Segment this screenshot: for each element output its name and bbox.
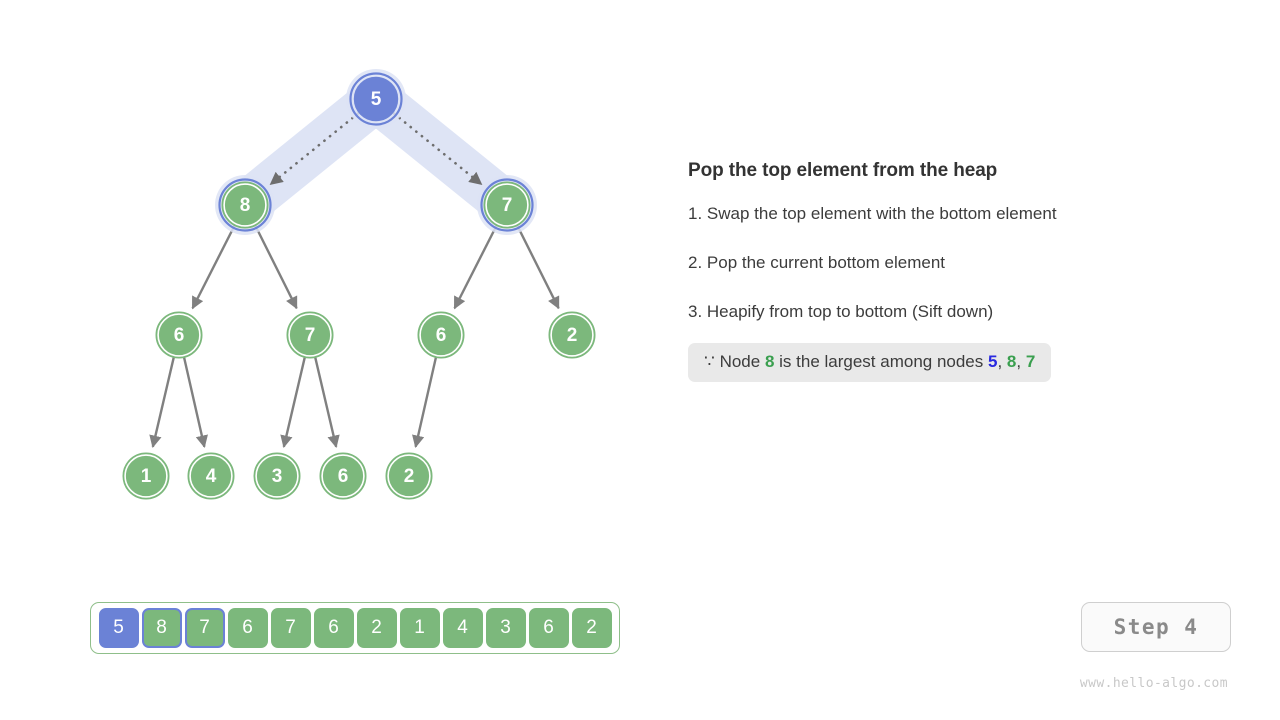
tree-node: 4: [187, 452, 235, 500]
reason-note: ∵ Node 8 is the largest among nodes 5, 8…: [688, 343, 1052, 382]
note-text-middle: is the largest among nodes: [779, 352, 984, 371]
array-cell: 7: [184, 608, 225, 648]
tree-node: 6: [417, 311, 465, 359]
tree-node-label: 6: [338, 466, 349, 487]
array-cell: 6: [528, 608, 569, 648]
comparison-arrows: [269, 112, 483, 186]
tree-edge-arrow: [253, 224, 298, 310]
tree-node-label: 2: [567, 325, 578, 346]
tree-edge-arrow: [182, 356, 208, 448]
step-item-3: 3. Heapify from top to bottom (Sift down…: [688, 302, 994, 321]
step-item-1: 1. Swap the top element with the bottom …: [688, 204, 1057, 223]
tree-node-label: 7: [305, 325, 316, 346]
tree-edge-arrow: [280, 356, 307, 449]
note-candidate-1: 8: [1006, 352, 1017, 371]
tree-edge-arrow: [149, 356, 176, 449]
array-cell: 7: [270, 608, 311, 648]
note-sep-1: ,: [1016, 352, 1026, 371]
note-text-before: Node: [719, 352, 761, 371]
array-cell: 5: [98, 608, 139, 648]
note-subject-node: 8: [764, 352, 775, 371]
compare-arrow: [269, 112, 360, 186]
tree-node-label: 7: [502, 195, 513, 216]
compare-arrow: [392, 112, 483, 186]
array-cell: 2: [356, 608, 397, 648]
tree-nodes: 5 8 7 6 7 6 2 1 4 3 6 2: [122, 69, 596, 500]
note-candidate-0: 5: [988, 352, 998, 371]
tree-node: 6: [319, 452, 367, 500]
tree-node-label: 6: [436, 325, 447, 346]
note-candidate-2: 7: [1025, 352, 1036, 371]
tree-node: 5: [346, 69, 406, 129]
array-cell: 2: [571, 608, 612, 648]
page-title: Pop the top element from the heap: [688, 160, 998, 181]
tree-node: 8: [215, 175, 275, 235]
tree-node: 7: [477, 175, 537, 235]
site-watermark: www.hello-algo.com: [1079, 676, 1228, 691]
tree-node-label: 5: [371, 89, 382, 110]
note-sep-0: ,: [997, 352, 1007, 371]
array-cell: 1: [399, 608, 440, 648]
explanation-panel: Pop the top element from the heap 1. Swa…: [688, 160, 1228, 382]
tree-node: 2: [548, 311, 596, 359]
step-item-2: 2. Pop the current bottom element: [688, 253, 946, 272]
tree-node-label: 2: [404, 466, 415, 487]
because-symbol: ∵: [704, 352, 715, 371]
tree-edge-arrow: [313, 356, 340, 449]
tree-node: 2: [385, 452, 433, 500]
tree-node-label: 3: [272, 466, 283, 487]
array-cell: 6: [313, 608, 354, 648]
array-cell: 8: [141, 608, 182, 648]
tree-node: 7: [286, 311, 334, 359]
tree-node: 6: [155, 311, 203, 359]
tree-edge-arrow: [191, 224, 237, 310]
heap-tree-diagram: 5 8 7 6 7 6 2 1 4 3 6 2: [122, 69, 596, 500]
step-badge: Step 4: [1081, 602, 1231, 652]
tree-edge-arrow: [412, 356, 438, 448]
tree-node: 3: [253, 452, 301, 500]
array-cell: 4: [442, 608, 483, 648]
array-cell: 6: [227, 608, 268, 648]
tree-node-label: 8: [240, 195, 251, 216]
tree-node-label: 6: [174, 325, 185, 346]
tree-edge-arrow: [453, 224, 499, 310]
array-cell: 3: [485, 608, 526, 648]
tree-node: 1: [122, 452, 170, 500]
tree-edge-arrow: [515, 224, 560, 310]
tree-node-label: 4: [206, 466, 217, 487]
tree-edges: [149, 224, 560, 449]
tree-node-label: 1: [141, 466, 152, 487]
